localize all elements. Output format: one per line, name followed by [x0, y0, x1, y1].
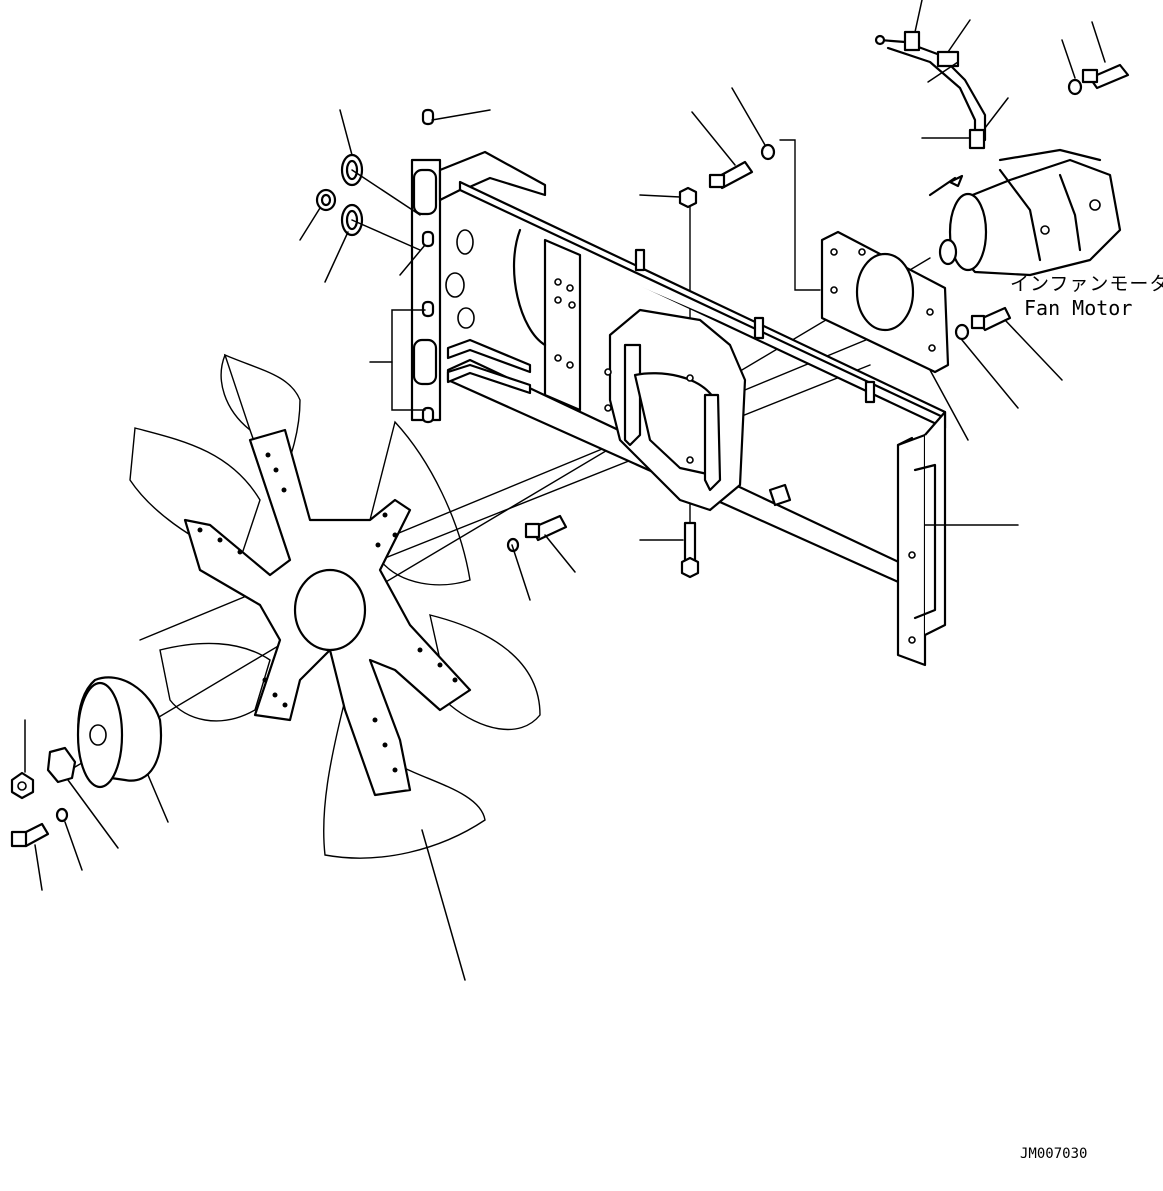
wire-harness	[874, 30, 987, 150]
cooling-fan	[129, 353, 541, 859]
seal-rings	[315, 153, 364, 237]
motor-mount-plate	[820, 230, 950, 374]
fan-hub	[76, 676, 163, 789]
fan-motor-label-jp: インファンモータ	[1010, 273, 1163, 295]
fan-motor	[928, 148, 1122, 277]
center-lines	[69, 139, 931, 771]
drawing-code: JM007030	[1020, 1146, 1087, 1162]
fan-bracket-frame	[410, 150, 947, 667]
hinge-bushings	[412, 108, 438, 424]
bolts-nuts-washers	[10, 63, 1130, 848]
fan-motor-label-en: Fan Motor	[1024, 296, 1132, 320]
leader-lines	[24, 0, 1106, 981]
